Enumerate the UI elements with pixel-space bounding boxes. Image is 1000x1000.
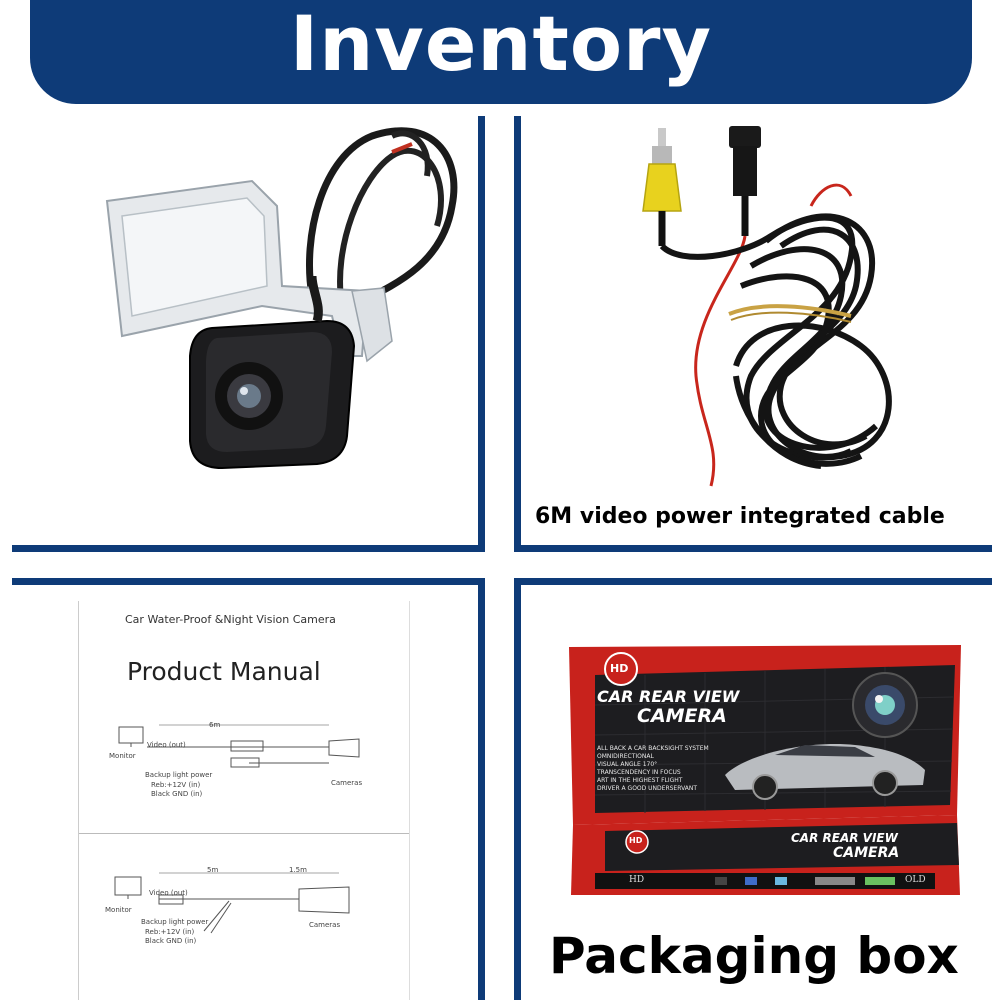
panel-manual: Car Water-Proof &Night Vision Camera Pro… [12,585,478,1000]
d1-red: Reb:+12V (in) [151,781,201,789]
manual-subtitle: Car Water-Proof &Night Vision Camera [125,613,336,626]
box-strip-left: HD [629,875,645,885]
feature-item: DRIVER A GOOD UNDERSERVANT [597,785,698,792]
d1-cameras: Cameras [331,779,363,787]
panel-camera [12,116,478,545]
manual-sheet: Car Water-Proof &Night Vision Camera Pro… [78,601,410,1000]
d1-backup: Backup light power [145,771,213,779]
panel-cable: 6M video power integrated cable [521,116,992,545]
feature-item: OMNIDIRECTIONAL [597,753,654,760]
d1-monitor: Monitor [109,752,136,760]
divider-right-vertical-top [514,116,521,552]
divider-horizontal-top-right [514,545,992,552]
box-side-line2: CAMERA [833,845,900,861]
d2-monitor: Monitor [105,906,132,914]
d2-video-out: Video (out) [149,889,188,897]
box-side-badge: HD [629,836,643,845]
d1-black: Black GND (in) [151,790,203,798]
wiring-diagram-2 [114,872,350,934]
divider-horizontal-mid-right [514,578,992,585]
d2-backup: Backup light power [141,918,209,926]
box-art [569,645,961,895]
box-brand-line2: CAMERA [637,705,727,727]
feature-item: VISUAL ANGLE 170° [597,761,658,768]
divider-left-vertical-bottom [478,578,485,1000]
product-box: HD CAR REAR VIEW CAMERA ALL BACK A CAR B… [565,645,965,895]
d1-video-out: Video (out) [147,741,186,749]
feature-item: ART IN THE HIGHEST FLIGHT [597,777,683,784]
box-badge: HD [610,662,629,675]
d2-red: Reb:+12V (in) [145,928,195,936]
divider-horizontal-top-left [12,545,485,552]
divider-horizontal-mid-left [12,578,485,585]
manual-divider [79,833,409,834]
box-features: ALL BACK A CAR BACKSIGHT SYSTEM OMNIDIRE… [597,745,709,793]
divider-left-vertical-top [478,116,485,552]
feature-item: ALL BACK A CAR BACKSIGHT SYSTEM [597,745,709,752]
page-title: Inventory [289,0,713,88]
box-side-line1: CAR REAR VIEW [791,831,898,845]
manual-title: Product Manual [127,657,321,686]
d2-black: Black GND (in) [145,937,197,945]
d2-cameras: Cameras [309,921,341,929]
d2-length-b: 1.5m [289,866,307,874]
d1-length: 6m [209,721,221,729]
panel-box: HD CAR REAR VIEW CAMERA ALL BACK A CAR B… [521,585,992,1000]
divider-right-vertical-bottom [514,578,521,1000]
wiring-diagram-1 [118,724,360,768]
camera-photo [105,127,458,470]
box-strip-right: OLD [905,875,926,885]
feature-item: TRANSCENDENCY IN FOCUS [597,769,681,776]
box-brand-line1: CAR REAR VIEW [597,687,740,706]
header-banner: Inventory [30,0,972,104]
d2-length-a: 5m [207,866,219,874]
cable-caption: 6M video power integrated cable [535,504,945,529]
cable-photo [642,126,892,487]
box-caption: Packaging box [549,927,959,985]
